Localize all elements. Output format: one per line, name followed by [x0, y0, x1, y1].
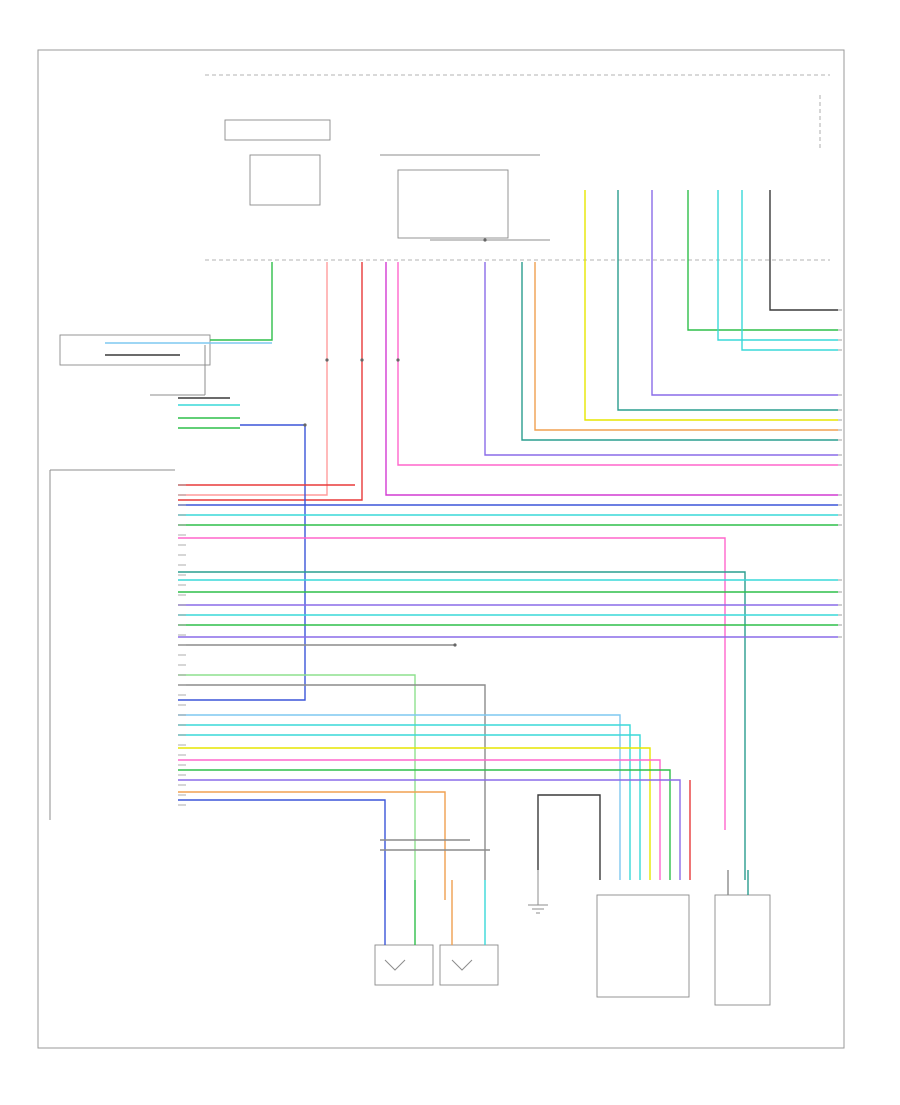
splice-dot	[360, 358, 364, 362]
wire	[178, 734, 641, 880]
fuse-relay-box	[205, 74, 830, 261]
wire	[521, 262, 838, 441]
splice-dot	[453, 643, 457, 647]
splice-dot	[396, 358, 400, 362]
control-module-bracket	[49, 469, 175, 820]
wire	[397, 262, 838, 466]
splice-dot	[483, 238, 487, 242]
wire	[178, 684, 486, 880]
wire	[617, 190, 838, 411]
ground-icon	[528, 870, 548, 914]
wire	[651, 190, 838, 396]
wire	[210, 262, 273, 341]
wire	[178, 791, 446, 900]
wire	[178, 537, 726, 830]
wire	[178, 747, 651, 880]
splice-dot	[303, 423, 307, 427]
wire	[741, 190, 838, 351]
wire	[717, 190, 838, 341]
switch-box-upper	[59, 334, 211, 366]
actuator-icon	[384, 959, 473, 971]
wire	[537, 794, 601, 880]
mode-door-actuator	[439, 944, 499, 986]
wire-group	[105, 190, 838, 945]
wire	[178, 674, 416, 880]
wire	[584, 190, 838, 421]
wire	[178, 799, 386, 900]
diagram-frame	[37, 49, 845, 1049]
wire	[178, 714, 621, 880]
blend-door-actuator	[374, 944, 434, 986]
wire	[484, 262, 838, 456]
control-module	[596, 894, 690, 998]
wire	[769, 190, 838, 311]
pin-labels	[178, 238, 842, 806]
wire	[687, 190, 838, 331]
wire	[178, 779, 681, 880]
wire	[178, 262, 363, 501]
sensor	[714, 894, 771, 1006]
wire	[178, 424, 306, 701]
wire	[385, 262, 838, 496]
splice-dot	[325, 358, 329, 362]
wire	[178, 571, 746, 880]
wire	[178, 769, 671, 880]
wire	[534, 262, 838, 431]
wire	[178, 724, 631, 880]
wire	[178, 262, 328, 496]
wire	[178, 759, 661, 880]
